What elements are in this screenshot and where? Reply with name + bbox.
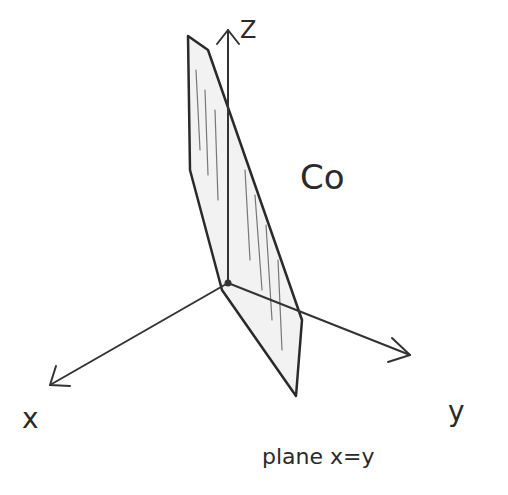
origin-dot — [226, 281, 231, 286]
note-fragment: Co — [300, 160, 345, 194]
axis-label: x — [22, 405, 39, 433]
arrowhead — [217, 30, 239, 44]
arrowhead — [50, 366, 70, 386]
arrowhead — [388, 338, 410, 362]
y-axis — [228, 283, 410, 355]
x-axis — [50, 283, 228, 385]
plane-label: plane x=y — [262, 446, 375, 468]
z-axis — [227, 30, 229, 283]
axis-label: Z — [240, 18, 256, 42]
plane-hatching — [196, 70, 282, 350]
plane — [188, 36, 302, 396]
axis-label: y — [448, 398, 465, 426]
